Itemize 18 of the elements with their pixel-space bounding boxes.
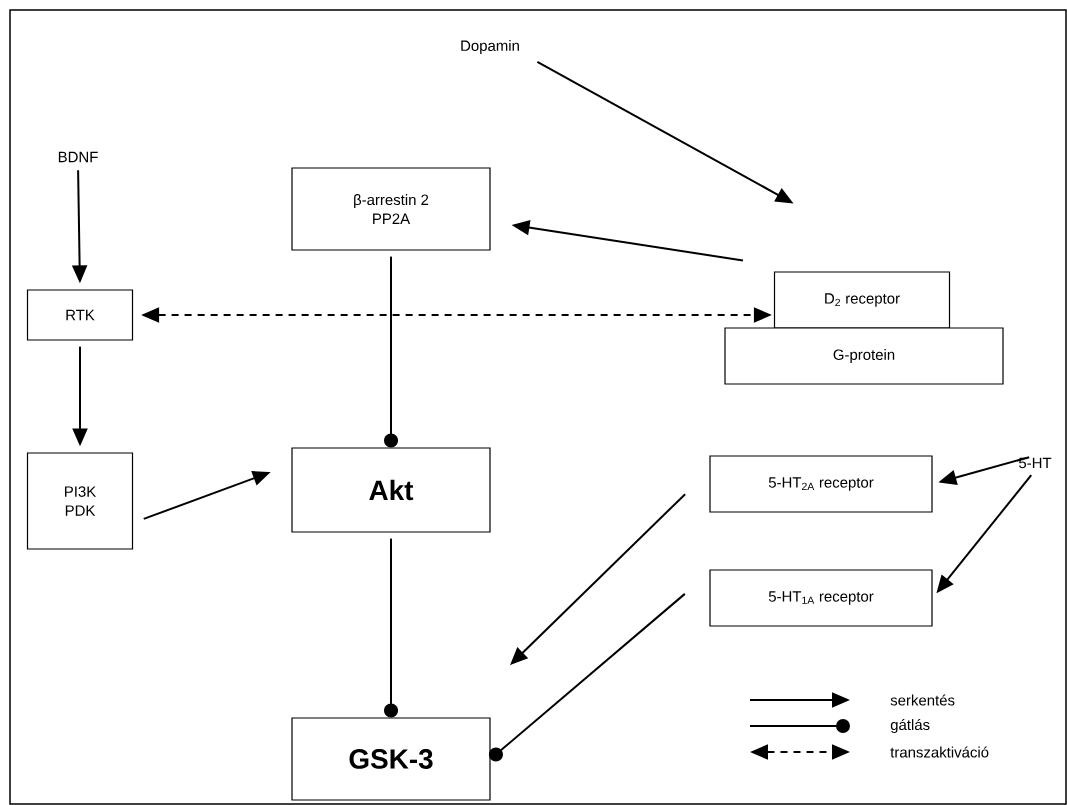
- inhibition-arrow: [384, 255, 398, 448]
- process-box: β-arrestin 2 PP2A: [291, 167, 491, 251]
- process-box: RTK: [26, 289, 134, 341]
- process-box: PI3K PDK: [26, 452, 134, 550]
- inhibition-arrow: [488, 592, 686, 762]
- label-text: 5-HT: [1019, 457, 1052, 469]
- legend-label: transzaktiváció: [890, 746, 989, 758]
- inhibition-arrow: [384, 537, 398, 718]
- legend-label: serkentés: [890, 694, 955, 706]
- legend-label: gátlás: [890, 718, 930, 734]
- process-box: G-protein: [724, 327, 1004, 385]
- label-text: Dopamin: [461, 40, 519, 54]
- process-box: 5-HT$_{1A}$ receptor: [709, 569, 933, 627]
- process-box: GSK-3: [291, 717, 491, 801]
- process-box: 5-HT$_{2A}$ receptor: [709, 455, 933, 513]
- process-box: Akt: [291, 447, 491, 533]
- process-box: D$_{2}$ receptor: [773, 271, 951, 329]
- label-text: BDNF: [58, 151, 98, 163]
